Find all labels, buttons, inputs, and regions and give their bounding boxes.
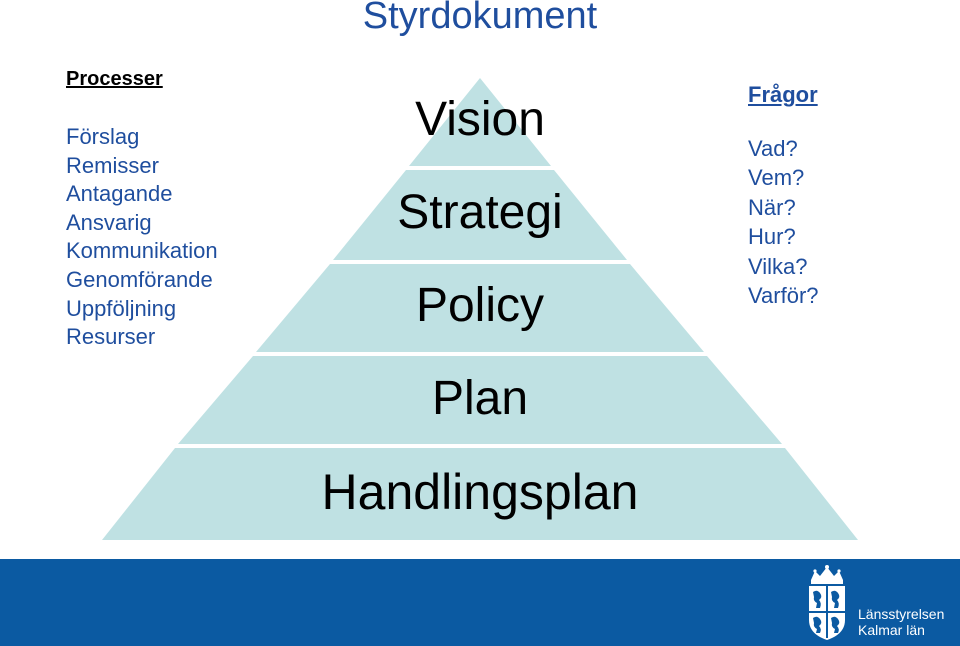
org-name: Länsstyrelsen Kalmar län <box>858 606 944 638</box>
pyramid-level-strategi <box>333 170 627 260</box>
coat-of-arms-logo <box>809 565 845 640</box>
question-item: Varför? <box>748 283 819 309</box>
pyramid-label-vision: Vision <box>415 93 545 146</box>
pyramid-label-strategi: Strategi <box>397 186 563 239</box>
question-item: Vilka? <box>748 253 808 279</box>
process-item: Antagande <box>66 181 173 207</box>
question-item: Vem? <box>748 165 805 191</box>
question-item: När? <box>748 194 796 220</box>
page-title: Styrdokument <box>362 0 598 37</box>
processes-panel: Processer Förslag Remisser Antagande Ans… <box>66 68 218 352</box>
process-item: Resurser <box>66 324 156 350</box>
questions-panel: Frågor Vad? Vem? När? Hur? Vilka? Varför… <box>748 82 819 310</box>
pyramid-level-vision <box>409 78 551 166</box>
org-name-line2: Kalmar län <box>858 622 925 638</box>
process-item: Ansvarig <box>66 209 152 235</box>
pyramid-level-handlingsplan <box>102 448 858 540</box>
processes-list: Förslag Remisser Antagande Ansvarig Komm… <box>66 123 218 352</box>
pyramid-level-policy <box>256 264 704 352</box>
pyramid-label-policy: Policy <box>415 279 545 332</box>
process-item: Genomförande <box>66 266 213 292</box>
question-item: Hur? <box>748 224 796 250</box>
questions-heading: Frågor <box>748 82 818 107</box>
process-item: Förslag <box>66 124 140 149</box>
question-item: Vad? <box>748 136 798 161</box>
questions-list: Vad? Vem? När? Hur? Vilka? Varför? <box>748 134 819 310</box>
process-item: Remisser <box>66 152 159 178</box>
process-item: Kommunikation <box>66 238 218 264</box>
processes-heading: Processer <box>66 68 163 90</box>
pyramid-label-plan: Plan <box>431 372 529 425</box>
pyramid-label-handlingsplan: Handlingsplan <box>321 464 639 520</box>
pyramid-level-plan <box>178 356 782 444</box>
org-name-line1: Länsstyrelsen <box>858 606 945 622</box>
process-item: Uppföljning <box>66 295 177 321</box>
footer-bar <box>0 559 960 646</box>
